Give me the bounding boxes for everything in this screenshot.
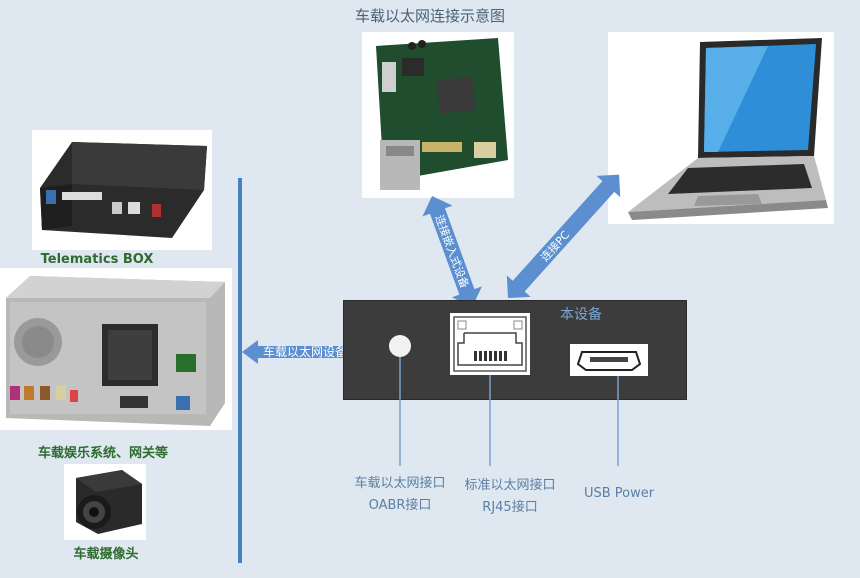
diagram-title: 车载以太网连接示意图: [354, 7, 505, 25]
camera-image: [64, 464, 146, 540]
oabr-label-line2: OABR接口: [368, 498, 432, 513]
vertical-divider: [238, 178, 242, 563]
oabr-label-line1: 车载以太网接口: [354, 476, 446, 491]
micro-usb-port-icon: [570, 344, 648, 376]
camera-label: 车载摄像头: [73, 547, 139, 562]
left-double-arrow: [242, 338, 374, 366]
oabr-port-icon: [389, 335, 411, 357]
laptop-image: [608, 32, 834, 224]
rj45-label-line1: 标准以太网接口: [464, 478, 556, 493]
rj45-label-line2: RJ45接口: [482, 500, 538, 515]
head-unit-image: [0, 268, 232, 430]
embedded-board-image: [362, 32, 514, 198]
telematics-box-label: Telematics BOX: [40, 252, 154, 267]
telematics-box-image: [32, 130, 212, 250]
device-label: 本设备: [560, 307, 602, 323]
rj45-port-icon: [450, 313, 530, 375]
infotainment-label: 车载娱乐系统、网关等: [37, 446, 168, 461]
usb-label: USB Power: [583, 486, 655, 501]
left-arrow-label: 车载以太网设备: [263, 344, 347, 359]
